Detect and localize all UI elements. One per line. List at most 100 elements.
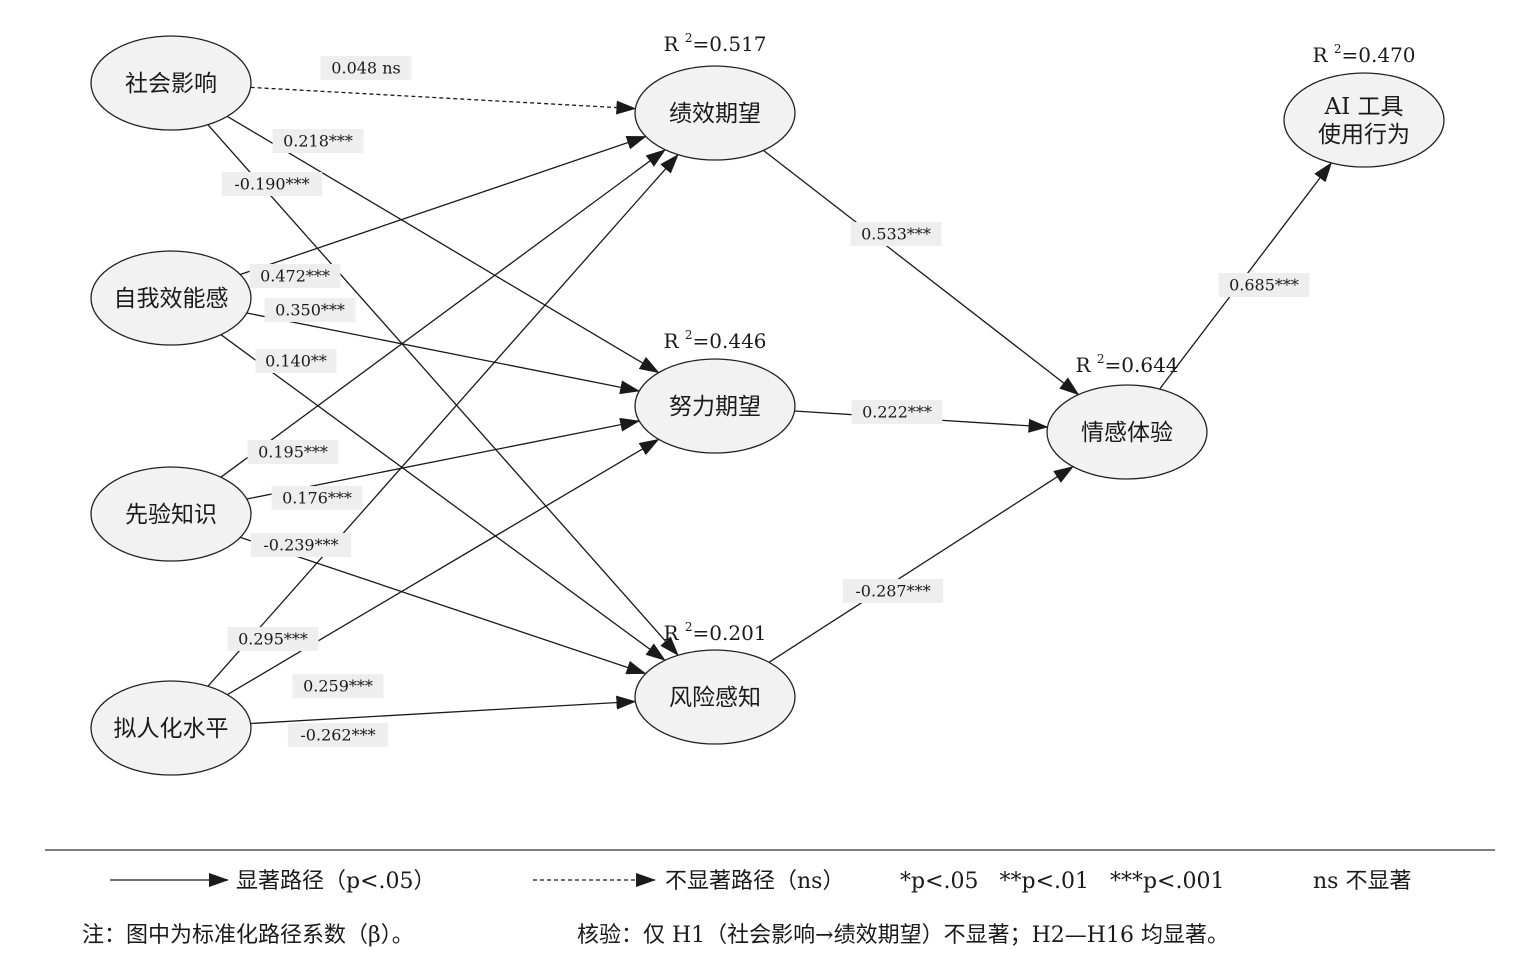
r-squared-perf: R 2=0.517	[663, 31, 766, 56]
path-coefficient-social-to-effort: 0.218***	[272, 129, 364, 153]
legend-significance-levels: *p<.05 **p<.01 ***p<.001	[900, 869, 1224, 894]
path-coefficient-background	[250, 533, 352, 557]
path-coefficient-background	[1218, 273, 1310, 297]
path-coefficient-selfeff-to-risk: 0.140**	[255, 349, 337, 373]
legend-nonsignificant: 不显著路径（ns）	[533, 869, 844, 894]
node-effort: 努力期望	[634, 358, 796, 454]
node-anthro: 拟人化水平	[90, 680, 252, 776]
path-arrow-prior-to-perf	[220, 149, 666, 478]
path-coefficient-selfeff-to-effort: 0.350***	[264, 298, 356, 322]
path-coefficient-label: 0.218***	[283, 132, 353, 151]
path-coefficient-background	[320, 56, 412, 80]
node-label: 绩效期望	[669, 101, 761, 127]
node-label: 社会影响	[125, 71, 217, 97]
node-ellipse	[634, 65, 796, 161]
r-squared-emotion: R 2=0.644	[1075, 352, 1178, 377]
path-coefficient-anthro-to-effort: 0.259***	[292, 674, 384, 698]
path-coefficient-background	[249, 264, 341, 288]
path-arrow-selfeff-to-perf	[239, 135, 647, 276]
path-coefficient-label: 0.259***	[303, 677, 373, 696]
path-coefficient-prior-to-effort: 0.176***	[271, 486, 363, 510]
path-arrow-anthro-to-risk	[250, 695, 637, 725]
node-ellipse	[90, 35, 252, 131]
path-coefficient-label: -0.287***	[855, 582, 930, 601]
path-coefficient-background	[292, 674, 384, 698]
path-coefficient-background	[271, 486, 363, 510]
r-squared-risk: R 2=0.201	[663, 620, 766, 645]
node-label: AI 工具	[1323, 94, 1403, 120]
node-ellipse	[634, 649, 796, 745]
path-coefficient-anthro-to-perf: 0.295***	[227, 627, 319, 651]
path-coefficient-effort-to-emotion: 0.222***	[851, 400, 943, 424]
path-coefficient-background	[287, 723, 389, 747]
path-arrow-anthro-to-effort	[227, 438, 660, 696]
path-arrow-selfeff-to-risk	[220, 334, 666, 661]
legend-significant-label: 显著路径（p<.05）	[236, 869, 436, 894]
path-coefficient-prior-to-risk: -0.239***	[250, 533, 352, 557]
node-risk: 风险感知	[634, 649, 796, 745]
path-coefficient-perf-to-emotion: 0.533***	[850, 222, 942, 246]
path-arrow-social-to-risk	[207, 124, 679, 657]
path-arrow-selfeff-to-effort	[246, 312, 641, 395]
path-arrow-risk-to-emotion	[768, 466, 1074, 663]
legend-nonsignificant-label: 不显著路径（ns）	[665, 869, 844, 894]
node-ellipse	[90, 466, 252, 562]
path-coefficient-label: 0.140**	[265, 352, 327, 371]
path-arrow-social-to-perf	[250, 86, 637, 115]
path-coefficient-background	[247, 440, 339, 464]
path-coefficient-emotion-to-usage: 0.685***	[1218, 273, 1310, 297]
node-perf: 绩效期望	[634, 65, 796, 161]
node-ellipse	[90, 250, 252, 346]
path-coefficient-risk-to-emotion: -0.287***	[842, 579, 944, 603]
path-coefficient-label: 0.350***	[275, 301, 345, 320]
path-labels-layer: 0.048 ns 0.218*** -0.190*** 0.472*** 0.350**…	[221, 56, 1310, 747]
legend-significant: 显著路径（p<.05）	[110, 869, 436, 894]
node-ellipse	[90, 680, 252, 776]
r-squared-effort: R 2=0.446	[663, 328, 766, 353]
path-coefficient-background	[264, 298, 356, 322]
path-coefficient-label: 0.048 ns	[331, 59, 400, 78]
node-prior: 先验知识	[90, 466, 252, 562]
path-arrow-prior-to-risk	[240, 536, 647, 675]
path-coefficient-background	[221, 172, 323, 196]
path-coefficient-selfeff-to-perf: 0.472***	[249, 264, 341, 288]
node-label: 风险感知	[669, 685, 761, 711]
path-coefficient-background	[842, 579, 944, 603]
node-ellipse	[634, 358, 796, 454]
path-coefficient-label: 0.533***	[861, 225, 931, 244]
path-coefficient-prior-to-perf: 0.195***	[247, 440, 339, 464]
path-coefficient-anthro-to-risk: -0.262***	[287, 723, 389, 747]
node-label: 拟人化水平	[114, 716, 229, 742]
legend-ns-meaning: ns 不显著	[1313, 869, 1411, 894]
path-arrow-social-to-effort	[226, 115, 660, 374]
path-coefficient-label: 0.295***	[238, 630, 308, 649]
r-squared-usage: R 2=0.470	[1312, 42, 1415, 67]
note-text: 注：图中为标准化路径系数（β）。	[82, 923, 414, 948]
path-coefficient-background	[227, 627, 319, 651]
path-coefficient-label: 0.195***	[258, 443, 328, 462]
node-ellipse	[1283, 72, 1445, 168]
path-coefficient-label: -0.190***	[234, 175, 309, 194]
path-coefficient-social-to-risk: -0.190***	[221, 172, 323, 196]
node-ellipse	[1046, 384, 1208, 480]
path-coefficient-background	[850, 222, 942, 246]
node-social: 社会影响	[90, 35, 252, 131]
path-coefficient-background	[272, 129, 364, 153]
path-coefficient-label: 0.472***	[260, 267, 330, 286]
path-coefficient-social-to-perf: 0.048 ns	[320, 56, 412, 80]
node-selfeff: 自我效能感	[90, 250, 252, 346]
node-label: 使用行为	[1318, 122, 1410, 148]
check-text: 核验：仅 H1（社会影响→绩效期望）不显著；H2—H16 均显著。	[577, 923, 1229, 948]
edges-layer	[207, 86, 1333, 725]
node-label: 情感体验	[1081, 420, 1173, 446]
node-label: 努力期望	[669, 394, 761, 420]
node-label: 自我效能感	[114, 286, 229, 312]
path-coefficient-label: -0.262***	[300, 726, 375, 745]
path-coefficient-background	[851, 400, 943, 424]
path-coefficient-label: 0.176***	[282, 489, 352, 508]
path-arrow-perf-to-emotion	[763, 149, 1080, 396]
path-coefficient-background	[255, 349, 337, 373]
